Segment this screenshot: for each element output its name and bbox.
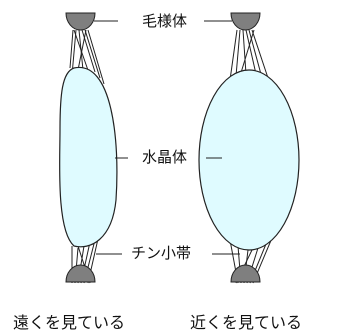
leader-lines — [94, 20, 240, 255]
near-ciliary-body-top — [230, 12, 261, 31]
ciliary-body-label: 毛様体 — [141, 12, 189, 30]
far-ciliary-body-top — [65, 12, 96, 31]
far-lens — [59, 66, 118, 248]
far-vision-caption: 遠くを見ている — [13, 313, 126, 332]
lens-label: 水晶体 — [141, 148, 189, 166]
zonule-label: チン小帯 — [130, 244, 193, 262]
near-vision-eye — [198, 12, 300, 284]
far-vision-eye — [59, 12, 118, 284]
near-vision-caption: 近くを見ている — [190, 313, 303, 332]
near-ciliary-body-bottom — [230, 264, 261, 283]
far-ciliary-body-bottom — [65, 264, 96, 283]
near-lens — [198, 69, 300, 251]
